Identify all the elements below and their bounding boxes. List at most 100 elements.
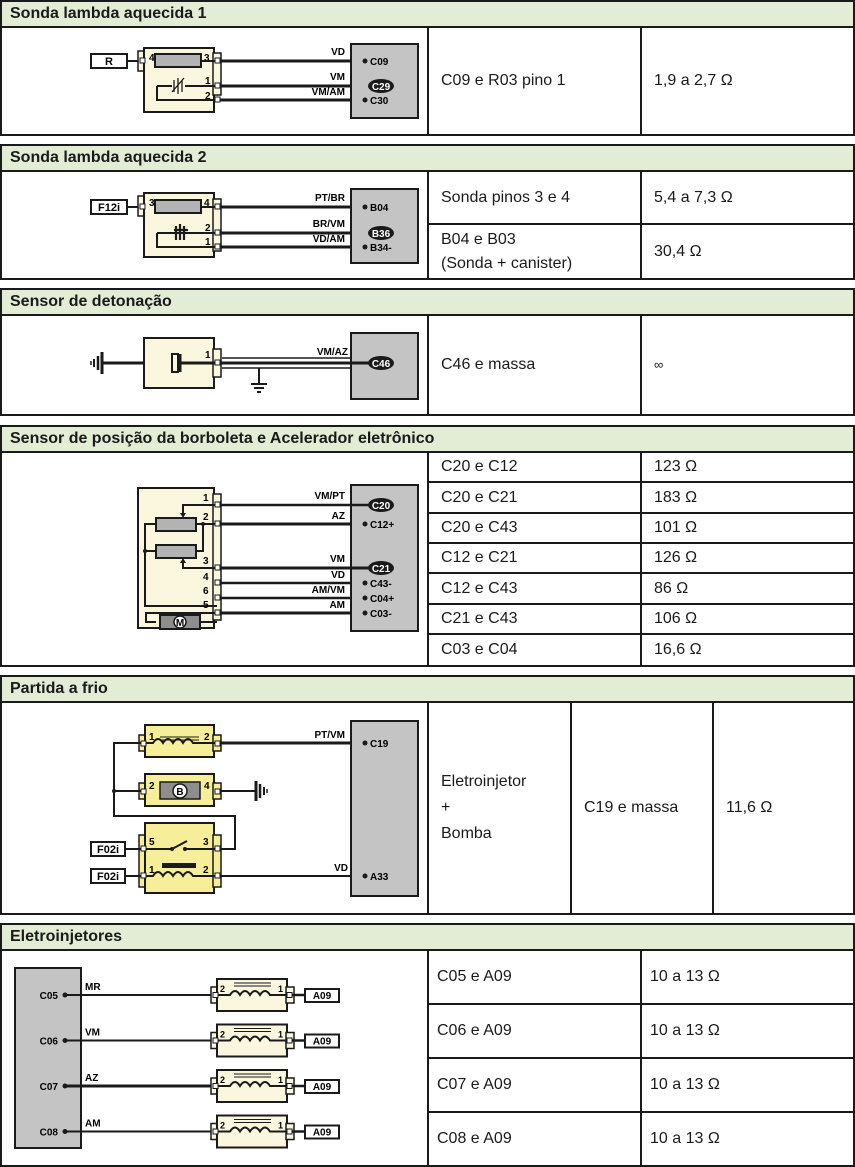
section-body: 1 2 PT/VM B 2 4: [0, 703, 855, 915]
resistance-value: 126 Ω: [654, 549, 698, 566]
motor-label: M: [176, 618, 184, 629]
measure-points: B04 e B03 (Sonda + canister): [429, 225, 642, 278]
pin-label: 2: [149, 781, 155, 792]
wire-color-label: VD: [334, 863, 348, 874]
wire-color-label: BR/VM: [313, 219, 345, 230]
pin-label: 1: [278, 1075, 283, 1085]
pin-label: 1: [203, 493, 209, 504]
resistance-value: 1,9 a 2,7 Ω: [654, 72, 733, 89]
terminal-label: C30: [370, 96, 389, 107]
resistance-table: C46 e massa ∞: [429, 316, 853, 414]
wire-color-label: VD/AM: [313, 234, 345, 245]
resistance-value: 16,6 Ω: [654, 641, 702, 658]
terminal-highlight: [368, 498, 394, 512]
wire-color-label: VM/AZ: [317, 347, 348, 358]
resistance-value: 10 a 13 Ω: [650, 968, 720, 985]
ground-label: A09: [313, 1082, 332, 1093]
pin-label: 2: [205, 223, 211, 234]
terminal-label: C06: [40, 1037, 59, 1048]
chassis-ground-icon: [254, 781, 268, 801]
wire-color-label: VD: [331, 47, 345, 58]
pin-label: 2: [220, 1075, 225, 1085]
ground-label-box: [304, 1033, 340, 1049]
pin-label: 1: [278, 1030, 283, 1040]
terminal-label: C08: [40, 1128, 59, 1139]
component-line: Eletroinjetor: [441, 773, 527, 790]
wire-color-label: AM: [329, 600, 345, 611]
coil-icon: [215, 1126, 290, 1134]
measure-points-line1: B04 e B03: [441, 230, 516, 248]
potentiometer-2: [155, 544, 197, 559]
ground-label-box: [304, 1079, 340, 1094]
ecu-block: [350, 484, 419, 632]
section-body: F12i 3 4 2 1 PT/BR: [0, 172, 855, 280]
wire-color-label: VD: [331, 570, 345, 581]
wire-color-label: VM: [330, 554, 345, 565]
pin-label: 2: [204, 732, 210, 743]
terminal-label: C21: [372, 564, 391, 575]
coil-icon: [215, 1081, 290, 1088]
coil-icon: [215, 990, 290, 997]
pin-label: 3: [203, 837, 209, 848]
resistance-table: C09 e R03 pino 1 1,9 a 2,7 Ω: [429, 28, 853, 134]
table-row: B04 e B03 (Sonda + canister) 30,4 Ω: [429, 225, 853, 278]
sensor-element-icon: [171, 77, 185, 94]
wiring-diagram: F12i 3 4 2 1 PT/BR: [2, 172, 429, 278]
pin-label: 1: [278, 1121, 283, 1131]
section-title: Eletroinjetores: [0, 923, 855, 951]
terminal-label: B04: [370, 203, 389, 214]
resistance-value: 11,6 Ω: [726, 799, 773, 816]
measure-points: C06 e A09: [429, 1005, 642, 1057]
pin-label: 2: [220, 984, 225, 994]
terminal-label: A33: [370, 872, 389, 883]
component-line: Bomba: [441, 825, 492, 842]
table-row: C09 e R03 pino 1 1,9 a 2,7 Ω: [429, 28, 853, 134]
wire-color-label: PT/VM: [314, 730, 345, 741]
lambda2-schematic: F12i 3 4 2 1 PT/BR: [90, 188, 419, 264]
pin-label: 4: [204, 198, 210, 209]
table-row: C06 e A09 10 a 13 Ω: [429, 1005, 853, 1059]
pin-label: 1: [149, 732, 155, 743]
resistance-value: 106 Ω: [654, 610, 698, 627]
table-row: C05 e A09 10 a 13 Ω: [429, 951, 853, 1005]
resistance-value: 10 a 13 Ω: [650, 1022, 720, 1039]
terminal-highlight: [368, 79, 394, 93]
terminal-label: C12+: [370, 520, 394, 531]
section-title: Sonda lambda aquecida 2: [0, 144, 855, 172]
coil-icon: [215, 1035, 290, 1043]
measure-points: C05 e A09: [429, 951, 642, 1003]
resistance-value: 5,4 a 7,3 Ω: [654, 188, 733, 206]
section-partida-a-frio: Partida a frio 1 2 PT/VM: [0, 675, 855, 915]
pin-label: 3: [204, 53, 210, 64]
terminal-label: B34-: [370, 243, 392, 254]
relay: [144, 822, 215, 894]
pin-label: 2: [203, 865, 209, 876]
source-label: R: [105, 56, 113, 68]
measure-points: C19 e massa: [572, 703, 714, 913]
core-lines: [234, 1119, 271, 1123]
pin-label: 1: [205, 350, 211, 361]
pin-label: 2: [205, 91, 211, 102]
source-label: F12i: [98, 202, 120, 214]
measure-points: Sonda pinos 3 e 4: [429, 172, 642, 223]
resistance-table: C05 e A09 10 a 13 Ω C06 e A09 10 a 13 Ω C0…: [429, 951, 853, 1165]
measure-points: C46 e massa: [429, 316, 642, 414]
wiring-diagram: 1 VM/AZ C46: [2, 316, 429, 414]
terminal-highlight: [368, 356, 394, 370]
pin-label: 2: [220, 1121, 225, 1131]
wire-color-label: VM: [330, 72, 345, 83]
terminal-label: C20: [372, 501, 391, 512]
heater-resistor: [154, 199, 202, 214]
pin-label: 4: [149, 53, 155, 64]
component-name: Eletroinjetor + Bomba: [429, 703, 572, 913]
terminal-label: C19: [370, 739, 389, 750]
section-title: Partida a frio: [0, 675, 855, 703]
terminal-label: C09: [370, 57, 389, 68]
pin-label: 1: [149, 865, 155, 876]
section-body: 1 VM/AZ C46 C46 e massa: [0, 316, 855, 416]
